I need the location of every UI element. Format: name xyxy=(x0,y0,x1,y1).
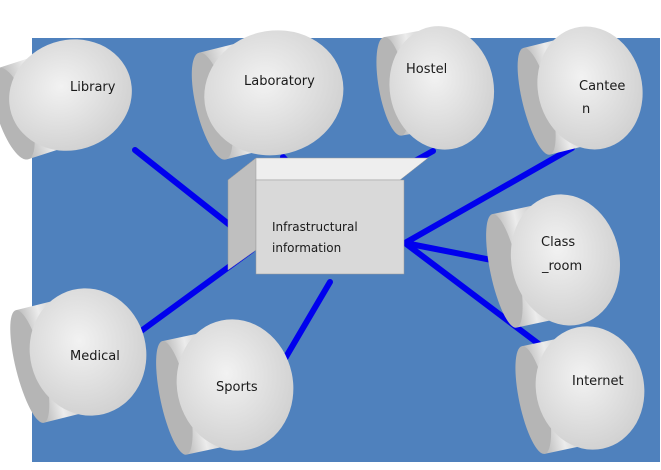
node-classroom-label-line1: Class xyxy=(541,235,575,250)
node-classroom xyxy=(486,194,620,328)
node-canteen-label-line2: n xyxy=(582,102,590,117)
node-laboratory-label: Laboratory xyxy=(244,74,315,89)
center-box-front xyxy=(255,179,405,275)
node-medical-label: Medical xyxy=(70,349,120,364)
center-box-top xyxy=(227,157,429,181)
node-canteen xyxy=(517,26,643,155)
node-hostel-label: Hostel xyxy=(406,62,447,77)
node-internet xyxy=(515,326,645,454)
node-library xyxy=(0,39,132,160)
node-library-label: Library xyxy=(70,80,116,95)
node-canteen-label-line1: Cantee xyxy=(579,79,625,94)
node-classroom-label-line2: _room xyxy=(541,259,582,274)
connector-sports xyxy=(280,279,333,365)
center-label-line1: Infrastructural xyxy=(272,220,358,234)
center-box: Infrastructural information xyxy=(227,157,429,275)
connector-canteen xyxy=(402,145,575,246)
node-laboratory xyxy=(191,30,344,160)
node-hostel xyxy=(376,26,495,150)
node-sports xyxy=(156,319,294,455)
node-internet-label: Internet xyxy=(572,374,624,389)
node-sports-label: Sports xyxy=(216,380,258,395)
connector-internet xyxy=(402,240,563,363)
node-medical xyxy=(10,288,147,423)
center-label-line2: information xyxy=(272,241,341,255)
